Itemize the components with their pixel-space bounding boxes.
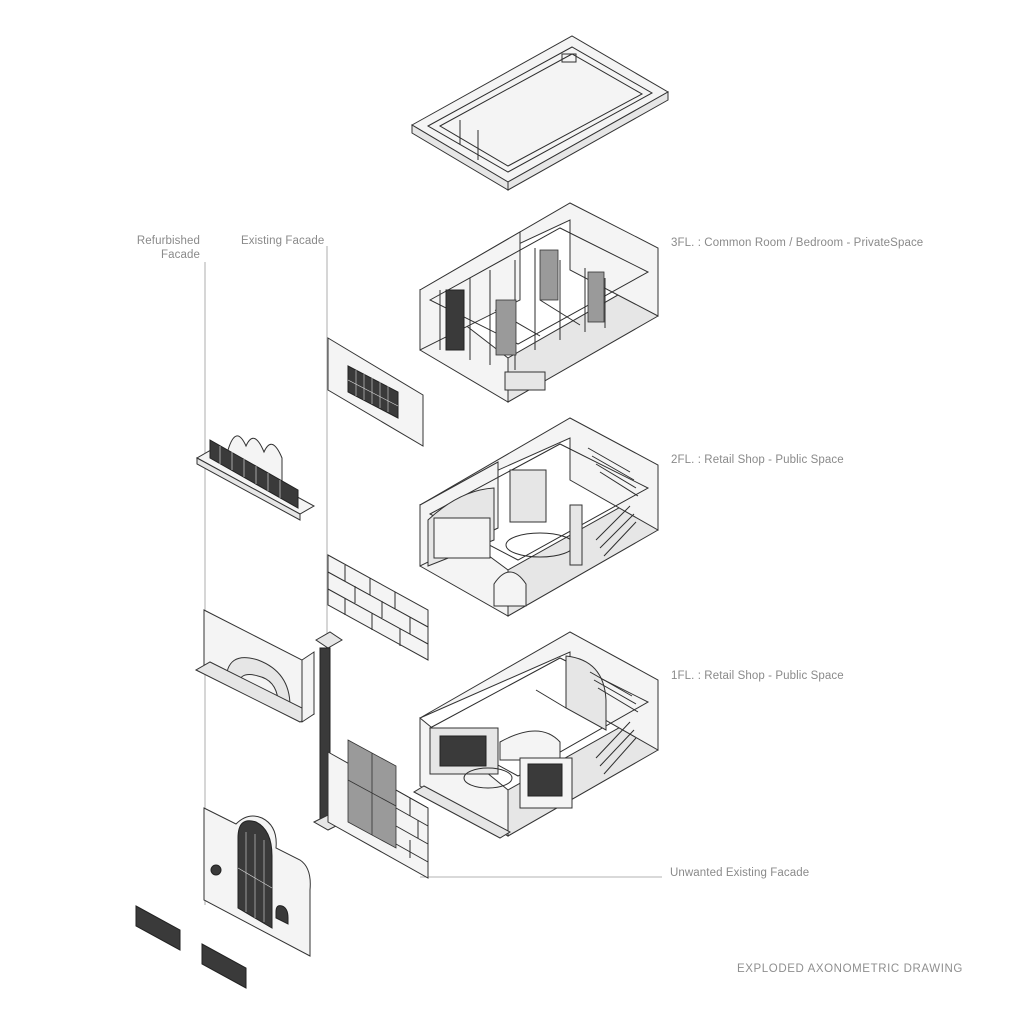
window-grilles	[135, 905, 247, 989]
floor-2-model	[419, 417, 659, 617]
floor-1-label: 1FL. : Retail Shop - Public Space	[671, 670, 844, 682]
refurbished-arch-facade	[194, 609, 316, 723]
roof-slab	[410, 35, 670, 191]
floor-1-model	[412, 631, 659, 839]
unwanted-stone-wall-upper	[327, 554, 429, 661]
refurbished-facade-label: Refurbished Facade	[136, 235, 200, 261]
floor-3-model	[419, 202, 659, 403]
refurbished-entrance-facade	[203, 807, 311, 957]
floor-3-label: 3FL. : Common Room / Bedroom - PrivateSp…	[671, 237, 924, 249]
drawing-caption: EXPLODED AXONOMETRIC DRAWING	[737, 963, 963, 975]
floor-2-label: 2FL. : Retail Shop - Public Space	[671, 454, 844, 466]
unwanted-stone-wall-lower	[327, 739, 429, 879]
existing-facade-window-panel	[327, 337, 424, 447]
refurbished-balcony	[195, 435, 316, 521]
existing-facade-label: Existing Facade	[241, 235, 325, 247]
unwanted-facade-label: Unwanted Existing Facade	[670, 867, 810, 879]
